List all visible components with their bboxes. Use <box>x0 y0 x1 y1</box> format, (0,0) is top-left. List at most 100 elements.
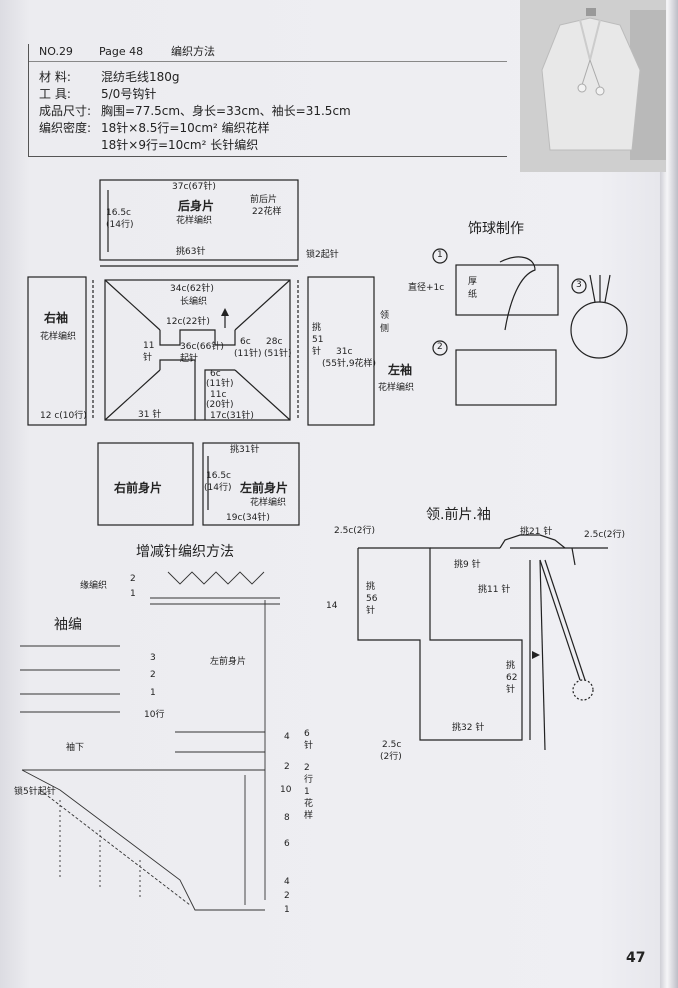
c28-label: 28c <box>266 337 283 347</box>
pompom-step-3: 3 <box>576 280 582 290</box>
pick-51-a: 挑 <box>312 323 322 333</box>
c11-stitches: (20针) <box>206 400 234 410</box>
six-c-label: 6c <box>240 337 251 347</box>
collar-pick-56-a: 挑 <box>366 582 376 592</box>
collar-top-left: 2.5c(2行) <box>334 526 376 536</box>
chain-2-start: 锁2起针 <box>306 250 339 260</box>
sleeve-row-3: 3 <box>150 653 156 663</box>
chart-row-2: 2 <box>284 762 290 772</box>
collar-pick-62-c: 针 <box>506 685 516 695</box>
collar-pick-32: 挑32 针 <box>452 723 485 733</box>
chart-row-4b: 4 <box>284 877 290 887</box>
materials-label: 材 料: <box>39 70 71 84</box>
center-start: 起针 <box>180 354 199 364</box>
gauge-value-2: 18针×9行=10cm² 长针编织 <box>101 138 259 152</box>
collar-pick-11: 挑11 针 <box>478 585 511 595</box>
chart-row-10: 10 <box>280 785 292 795</box>
back-pattern: 花样编织 <box>176 216 213 226</box>
collar-pick-21: 挑21 针 <box>520 527 553 537</box>
page-reference: Page 48 <box>99 45 144 58</box>
eleven-stitches-2: (11针) <box>206 379 234 389</box>
left-sleeve-title: 左袖 <box>388 363 413 377</box>
card-label-2: 纸 <box>468 290 478 300</box>
eleven-label: 11 <box>143 341 155 351</box>
collar-bottom-left: 2.5c <box>382 740 402 750</box>
collar-pick-56-b: 56 <box>366 594 378 604</box>
materials-value: 混纺毛线180g <box>101 70 180 84</box>
size-value: 胸围=77.5cm、身长=33cm、袖长=31.5cm <box>101 104 351 118</box>
pattern-number: NO.29 <box>39 45 73 58</box>
edge-stitch-label: 缘编织 <box>80 581 108 591</box>
collar-top-right: 2.5c(2行) <box>584 530 626 540</box>
yoke-pattern: 长编织 <box>180 297 208 307</box>
z31-label: 31 针 <box>138 410 162 420</box>
front-back-note-2: 22花样 <box>252 207 282 217</box>
left-sleeve-pattern: 花样编织 <box>378 383 415 393</box>
sweater-illustration <box>520 0 666 172</box>
info-panel: NO.29 Page 48 编织方法 材 料: 混纺毛线180g 工 具: 5/… <box>28 44 507 157</box>
incdec-row-2: 2 <box>130 574 136 584</box>
collar-pick-56-c: 针 <box>366 606 376 616</box>
pompom-title: 饰球制作 <box>468 221 524 237</box>
pompom-step-2: 2 <box>437 342 443 352</box>
pick-63: 挑63针 <box>176 247 206 257</box>
sleeve-under: 袖下 <box>66 743 85 753</box>
chain-5-start: 锁5针起针 <box>14 787 56 797</box>
zhen-label: 针 <box>143 353 153 363</box>
page-number: 47 <box>626 950 646 966</box>
incdec-row-14: 14 <box>326 601 338 611</box>
yoke-top-width: 34c(62针) <box>170 284 214 294</box>
sleeve-row-2: 2 <box>150 670 156 680</box>
sleeve-row-10: 10行 <box>144 710 165 720</box>
note-zhen: 针 <box>304 741 314 751</box>
right-front-title: 右前身片 <box>114 481 163 495</box>
eleven-stitches: (11针) <box>234 349 262 359</box>
front-back-note: 前后片 <box>250 195 278 205</box>
c11-label: 11c <box>210 390 227 400</box>
sweater-photo <box>520 0 666 172</box>
note-yang: 样 <box>304 811 314 821</box>
left-front-pattern: 花样编织 <box>250 498 287 508</box>
back-side-rows: (14行) <box>106 220 134 230</box>
back-piece-title: 后身片 <box>178 199 215 213</box>
pompom-diameter: 直径+1c <box>408 283 445 293</box>
sleeve-row-1: 1 <box>150 688 156 698</box>
info-header: NO.29 Page 48 编织方法 <box>29 43 507 62</box>
chart-row-8: 8 <box>284 813 290 823</box>
six-c-label-2: 6c <box>210 369 221 379</box>
book-spine <box>660 0 678 988</box>
gauge-label: 编织密度: <box>39 121 92 135</box>
note-hua: 花 <box>304 799 314 809</box>
collar-pick-62-a: 挑 <box>506 661 516 671</box>
size-label: 成品尺寸: <box>39 104 92 118</box>
note-one: 1 <box>304 787 310 797</box>
c28-stitches: (51针) <box>264 349 292 359</box>
collar-title: 领.前片.袖 <box>426 507 491 523</box>
c31-label: 31c <box>336 347 353 357</box>
pick-31: 挑31针 <box>230 445 260 455</box>
c17-label: 17c(31针) <box>210 411 254 421</box>
note-hang: 行 <box>304 775 314 785</box>
right-sleeve-pattern: 花样编织 <box>40 332 77 342</box>
collar-bottom-left-rows: (2行) <box>380 752 402 762</box>
incdec-left-front: 左前身片 <box>210 657 247 667</box>
note-six: 6 <box>304 729 310 739</box>
collar-side-2: 侧 <box>380 324 390 334</box>
right-sleeve-title: 右袖 <box>44 311 69 325</box>
chart-row-2b: 2 <box>284 891 290 901</box>
collar-side-1: 领 <box>380 311 390 321</box>
section-title: 编织方法 <box>171 45 215 58</box>
chart-row-1: 1 <box>284 905 290 915</box>
pompom-step-1: 1 <box>437 250 443 260</box>
neck-width: 12c(22针) <box>166 317 210 327</box>
pick-51-c: 针 <box>312 347 322 357</box>
right-sleeve-bottom: 12 c(10行) <box>40 411 87 421</box>
collar-pick-62-b: 62 <box>506 673 518 683</box>
sleeve-title: 袖编 <box>54 617 82 633</box>
gauge-value-1: 18针×8.5行=10cm² 编织花样 <box>101 121 270 135</box>
left-front-bottom: 19c(34针) <box>226 513 270 523</box>
pick-51-b: 51 <box>312 335 324 345</box>
tools-label: 工 具: <box>39 87 71 101</box>
note-two: 2 <box>304 763 310 773</box>
